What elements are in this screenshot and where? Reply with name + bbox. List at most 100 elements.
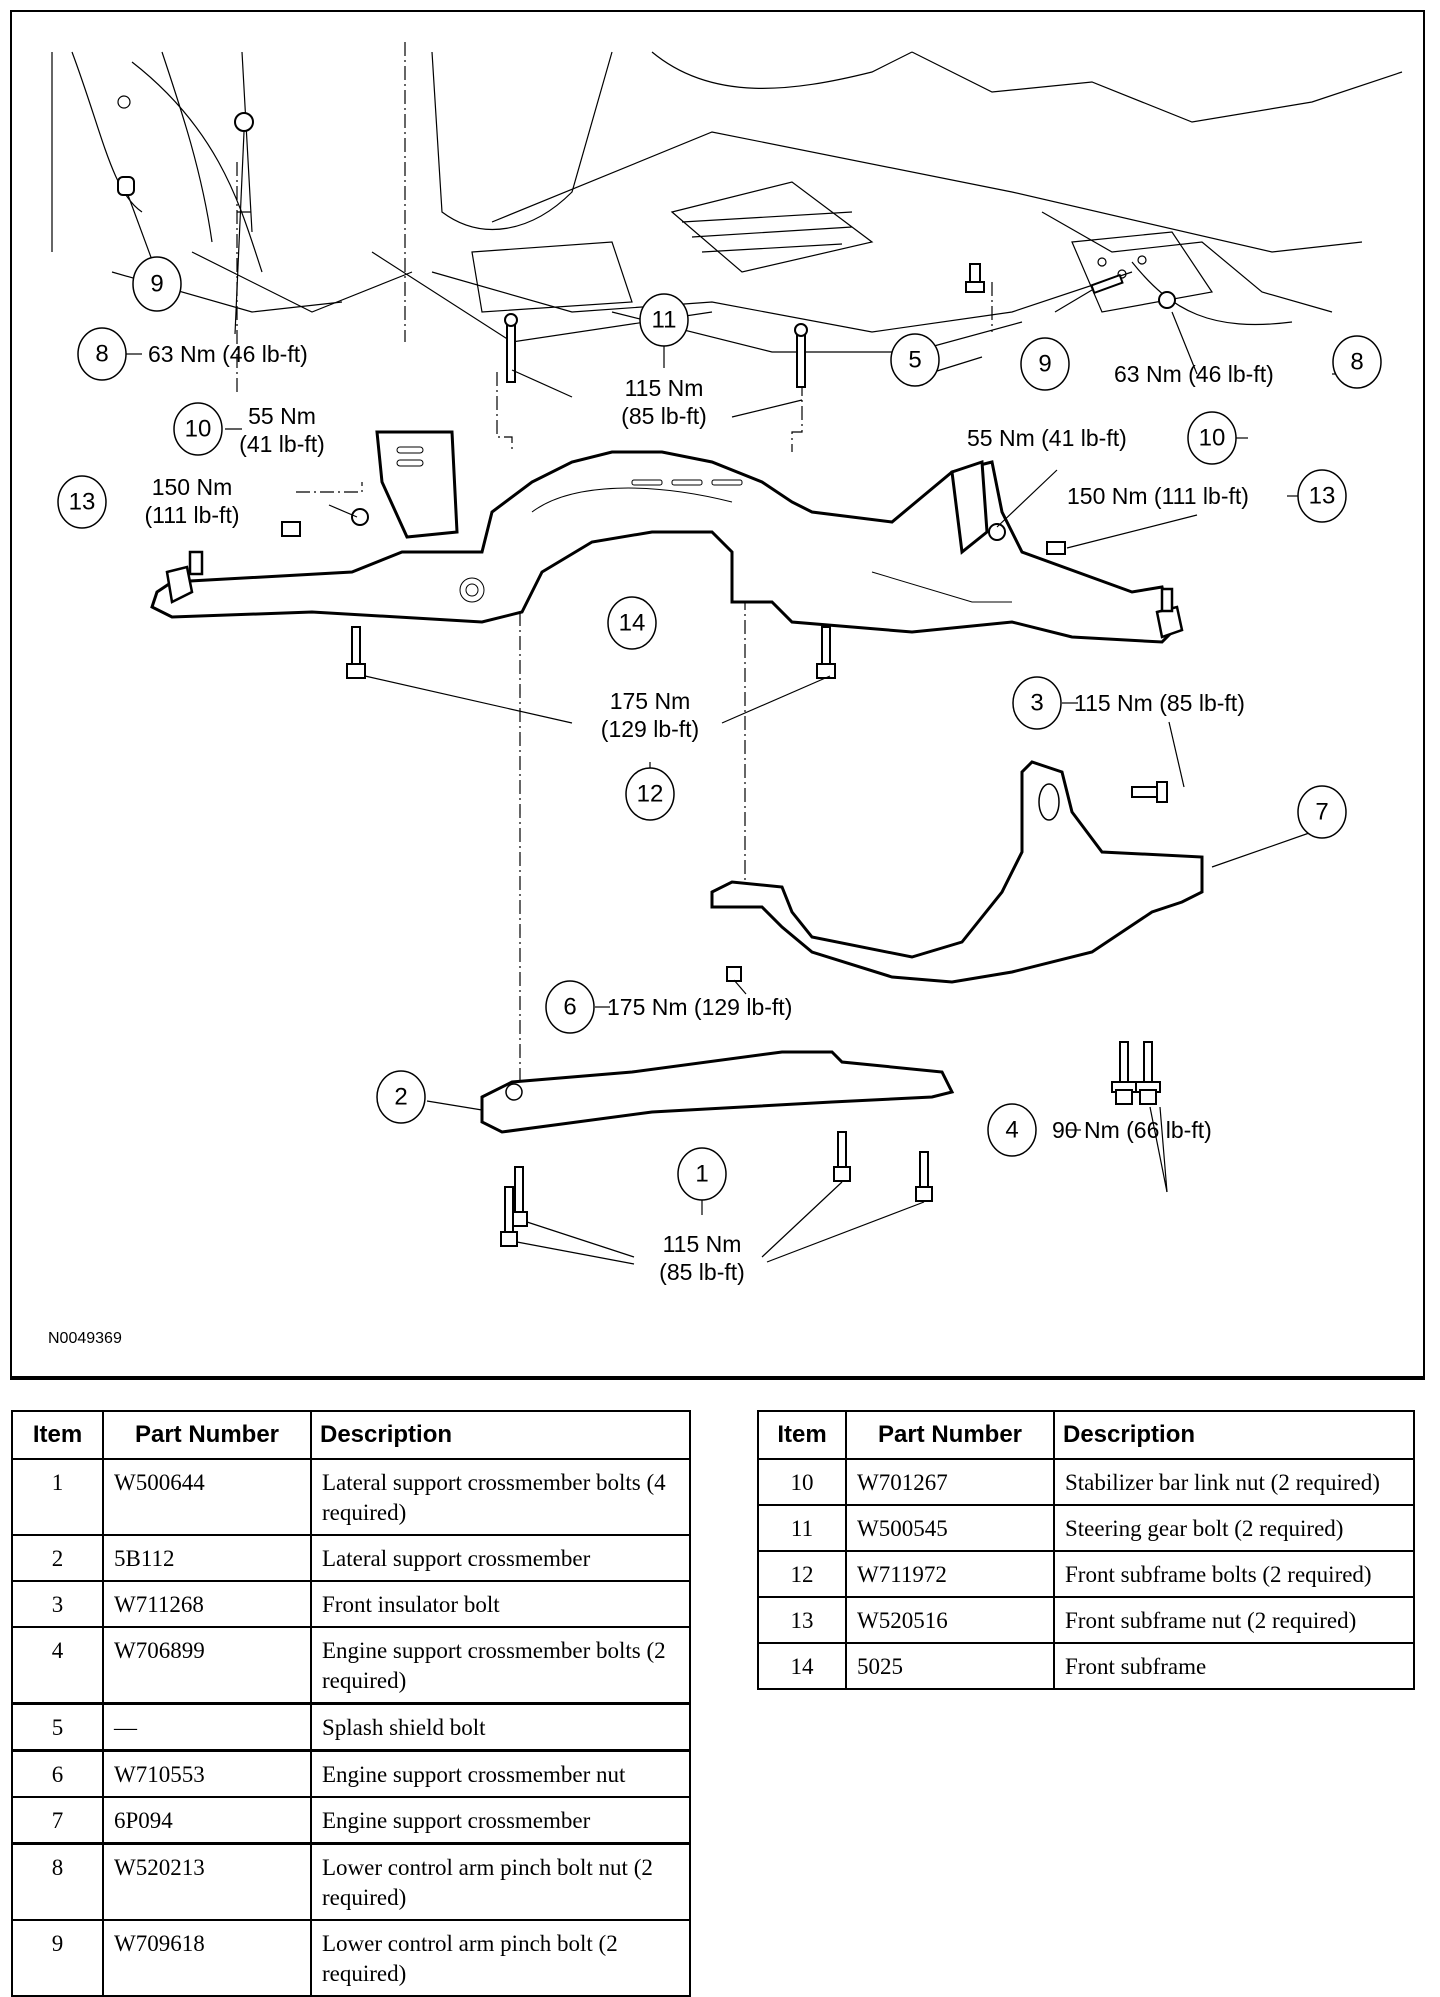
callouts: 9 8 63 Nm (46 lb-ft) 11 115 Nm (85 lb-ft…: [57, 256, 1382, 1285]
svg-text:8: 8: [1350, 349, 1363, 376]
callout-2: 2: [376, 1070, 426, 1124]
svg-text:4: 4: [1005, 1117, 1018, 1144]
torque-1-nm: 115 Nm: [663, 1231, 742, 1257]
callout-1: 1 115 Nm (85 lb-ft): [659, 1147, 745, 1285]
description-cell: Lower control arm pinch bolt (2 required…: [310, 1919, 691, 1997]
callout-4: 4 90 Nm (66 lb-ft): [987, 1103, 1212, 1157]
torque-8-right: 63 Nm (46 lb-ft): [1114, 361, 1274, 387]
part-number-cell: W711972: [845, 1550, 1055, 1598]
engine-support-crossmember: [710, 760, 1204, 984]
torque-11-nm: 115 Nm: [625, 375, 704, 401]
part-number-cell: W500545: [845, 1504, 1055, 1552]
description-cell: Steering gear bolt (2 required): [1053, 1504, 1415, 1552]
ball-joints: [165, 550, 1184, 639]
description-cell: Front subframe bolts (2 required): [1053, 1550, 1415, 1598]
exploded-diagram: 9 8 63 Nm (46 lb-ft) 11 115 Nm (85 lb-ft…: [10, 10, 1425, 1380]
description-cell: Lateral support crossmember bolts (4 req…: [310, 1458, 691, 1536]
callout-14: 14: [607, 596, 657, 650]
item-cell: 13: [757, 1596, 847, 1644]
item-cell: 5: [11, 1702, 104, 1752]
torque-8-left: 63 Nm (46 lb-ft): [148, 341, 308, 367]
header-item: Item: [757, 1410, 847, 1460]
item-cell: 1: [11, 1458, 104, 1536]
svg-text:9: 9: [1038, 351, 1051, 378]
table-header-row: Item Part Number Description: [11, 1410, 691, 1460]
torque-3: 115 Nm (85 lb-ft): [1074, 690, 1245, 716]
table-header-row: Item Part Number Description: [757, 1410, 1415, 1460]
description-cell: Stabilizer bar link nut (2 required): [1053, 1458, 1415, 1506]
header-item: Item: [11, 1410, 104, 1460]
svg-text:11: 11: [652, 307, 677, 334]
part-number-cell: W711268: [102, 1580, 312, 1628]
part-number-cell: W520516: [845, 1596, 1055, 1644]
item-cell: 9: [11, 1919, 104, 1997]
torque-12-lbft: (129 lb-ft): [601, 716, 699, 742]
part-number-cell: W709618: [102, 1919, 312, 1997]
callout-13-left: 13 150 Nm (111 lb-ft): [57, 474, 240, 529]
callout-3: 3 115 Nm (85 lb-ft): [1012, 676, 1245, 730]
svg-text:1: 1: [695, 1161, 708, 1188]
callout-9-right: 9: [1020, 337, 1070, 391]
callout-9-left: 9: [132, 256, 182, 312]
description-cell: Lateral support crossmember: [310, 1534, 691, 1582]
callout-5: 5: [890, 333, 940, 387]
description-cell: Lower control arm pinch bolt nut (2 requ…: [310, 1842, 691, 1921]
description-cell: Front insulator bolt: [310, 1580, 691, 1628]
torque-6: 175 Nm (129 lb-ft): [607, 994, 792, 1020]
callout-6: 6 175 Nm (129 lb-ft): [545, 980, 792, 1034]
description-cell: Front subframe nut (2 required): [1053, 1596, 1415, 1644]
description-cell: Splash shield bolt: [310, 1702, 691, 1752]
front-subframe: [150, 430, 1174, 644]
description-cell: Engine support crossmember nut: [310, 1749, 691, 1798]
callout-11: 11 115 Nm (85 lb-ft): [621, 293, 707, 429]
torque-10-left-nm: 55 Nm: [248, 403, 316, 429]
svg-text:12: 12: [637, 781, 664, 808]
callout-10-left: 10 55 Nm (41 lb-ft): [173, 402, 325, 457]
diagram-drawing: 9 8 63 Nm (46 lb-ft) 11 115 Nm (85 lb-ft…: [51, 42, 1403, 1285]
torque-11-lbft: (85 lb-ft): [621, 403, 707, 429]
part-number-cell: W706899: [102, 1626, 312, 1705]
svg-text:14: 14: [619, 610, 646, 637]
torque-13-right: 150 Nm (111 lb-ft): [1067, 483, 1249, 509]
lateral-support-crossmember: [480, 1050, 955, 1134]
part-number-cell: W701267: [845, 1458, 1055, 1506]
item-cell: 7: [11, 1796, 104, 1845]
figure-id: N0049369: [48, 1330, 122, 1347]
part-number-cell: W710553: [102, 1749, 312, 1798]
svg-text:5: 5: [908, 347, 921, 374]
item-cell: 6: [11, 1749, 104, 1798]
table-row: 5—Splash shield bolt: [11, 1702, 691, 1752]
torque-12-nm: 175 Nm: [610, 688, 691, 714]
part-number-cell: W520213: [102, 1842, 312, 1921]
callout-10-right: 10 55 Nm (41 lb-ft): [967, 411, 1237, 465]
fasteners: [117, 112, 1176, 1247]
description-cell: Front subframe: [1053, 1642, 1415, 1690]
svg-text:6: 6: [563, 994, 576, 1021]
description-cell: Engine support crossmember: [310, 1796, 691, 1845]
svg-text:7: 7: [1315, 799, 1328, 826]
torque-10-left-lbft: (41 lb-ft): [239, 431, 325, 457]
part-number-cell: 5025: [845, 1642, 1055, 1690]
svg-text:8: 8: [95, 341, 108, 368]
part-number-cell: 5B112: [102, 1534, 312, 1582]
svg-text:13: 13: [69, 489, 96, 516]
description-cell: Engine support crossmember bolts (2 requ…: [310, 1626, 691, 1705]
item-cell: 10: [757, 1458, 847, 1506]
header-description: Description: [310, 1410, 691, 1460]
item-cell: 2: [11, 1534, 104, 1582]
svg-text:2: 2: [394, 1084, 407, 1111]
item-cell: 8: [11, 1842, 104, 1921]
part-number-cell: 6P094: [102, 1796, 312, 1845]
